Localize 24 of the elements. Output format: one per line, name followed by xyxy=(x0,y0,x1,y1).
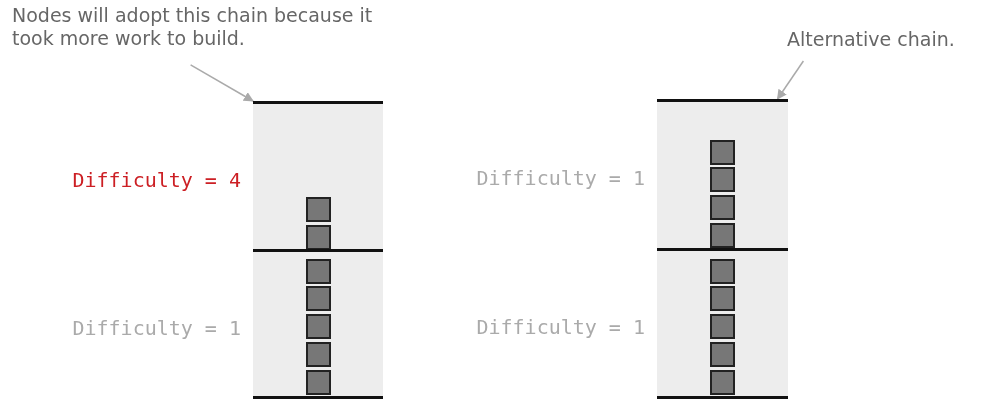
block-icon xyxy=(306,370,331,395)
block-icon xyxy=(306,259,331,284)
block-icon xyxy=(710,342,735,367)
block-icon xyxy=(306,197,331,222)
block-icon xyxy=(306,342,331,367)
block-icon xyxy=(710,286,735,311)
block-icon xyxy=(306,225,331,250)
block-icon xyxy=(306,286,331,311)
difficulty-label: Difficulty = 4 xyxy=(72,167,241,194)
difficulty-label: Difficulty = 1 xyxy=(476,314,645,341)
block-icon xyxy=(306,314,331,339)
difficulty-label: Difficulty = 1 xyxy=(72,315,241,342)
annotation-text: Nodes will adopt this chain because it took more work to build. xyxy=(12,4,374,50)
block-icon xyxy=(710,223,735,248)
leader-arrow xyxy=(189,64,254,102)
block-icon xyxy=(710,370,735,395)
annotation-text: Alternative chain. xyxy=(787,28,956,51)
block-icon xyxy=(710,167,735,192)
block-icon xyxy=(710,259,735,284)
leader-arrow xyxy=(776,60,805,100)
block-icon xyxy=(710,195,735,220)
block-icon xyxy=(710,140,735,165)
block-icon xyxy=(710,314,735,339)
difficulty-label: Difficulty = 1 xyxy=(476,165,645,192)
